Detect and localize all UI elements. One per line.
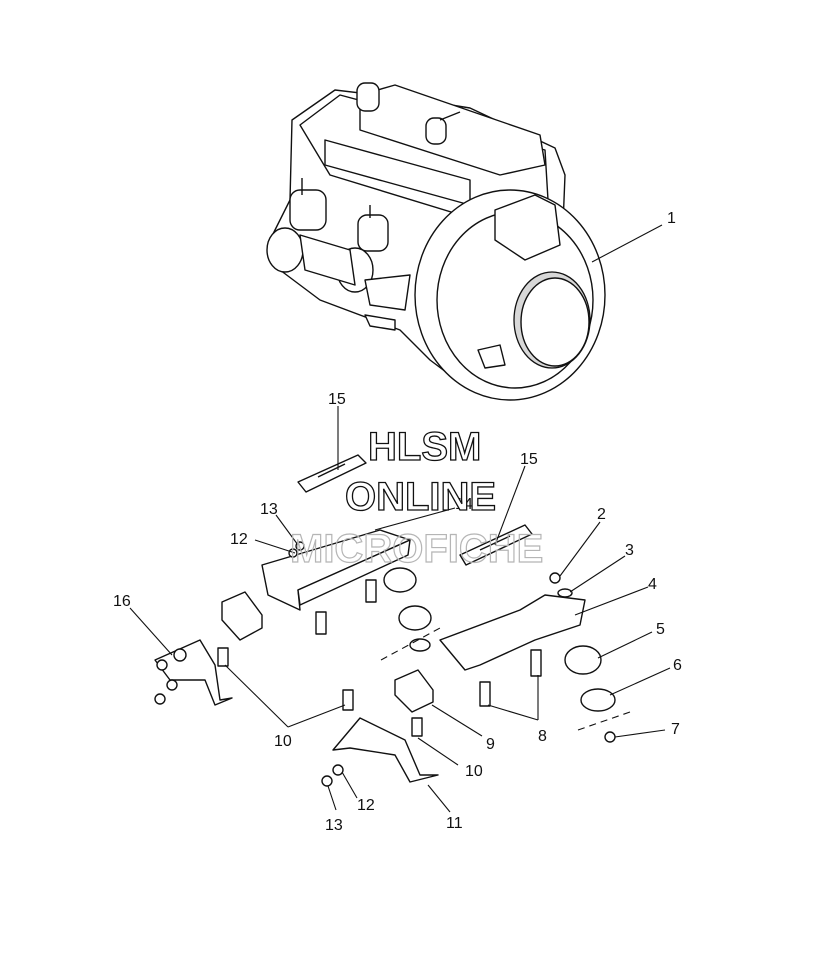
callout-15-left: 15 [328, 391, 346, 408]
callout-10-right: 10 [465, 763, 483, 780]
bolts [217, 579, 542, 737]
callout-15-right: 15 [520, 451, 538, 468]
rubber-mount-6 [580, 688, 616, 712]
callout-13-bottom: 13 [325, 817, 343, 834]
callout-13-top: 13 [260, 501, 278, 518]
rubber-mounts-center [383, 567, 432, 652]
left-bracket [154, 639, 233, 706]
callout-12-top: 12 [230, 531, 248, 548]
watermark: HLSM ONLINE MICROFICHE [289, 424, 544, 571]
callout-10-left: 10 [274, 733, 292, 750]
engine-assembly [266, 82, 606, 401]
callout-8: 8 [538, 728, 547, 745]
callout-12-bottom: 12 [357, 797, 375, 814]
upper-bracket [261, 529, 411, 611]
rubber-mount-5 [564, 645, 602, 675]
leader-lines [129, 224, 671, 813]
callout-9: 9 [486, 736, 495, 753]
lower-bracket [332, 717, 439, 783]
watermark-line2: ONLINE [345, 475, 496, 519]
rubber-mount-9 [394, 669, 434, 713]
callout-7: 7 [671, 721, 680, 738]
rubber-mount-left [221, 591, 263, 641]
right-bracket [439, 594, 586, 671]
callout-1: 1 [667, 210, 676, 227]
nuts-washers [154, 541, 616, 787]
callout-labels: 1 2 3 4 5 6 7 8 9 10 10 11 12 12 13 13 1… [113, 210, 682, 834]
callout-11: 11 [446, 815, 463, 832]
watermark-line3: MICROFICHE [290, 527, 543, 571]
callout-14: 14 [455, 496, 473, 513]
callout-6: 6 [673, 657, 682, 674]
callout-4: 4 [648, 576, 657, 593]
strap-right [459, 524, 533, 566]
callout-16: 16 [113, 593, 131, 610]
callout-2: 2 [597, 506, 606, 523]
callout-3: 3 [625, 542, 634, 559]
watermark-line1: HLSM [368, 425, 481, 469]
callout-5: 5 [656, 621, 665, 638]
